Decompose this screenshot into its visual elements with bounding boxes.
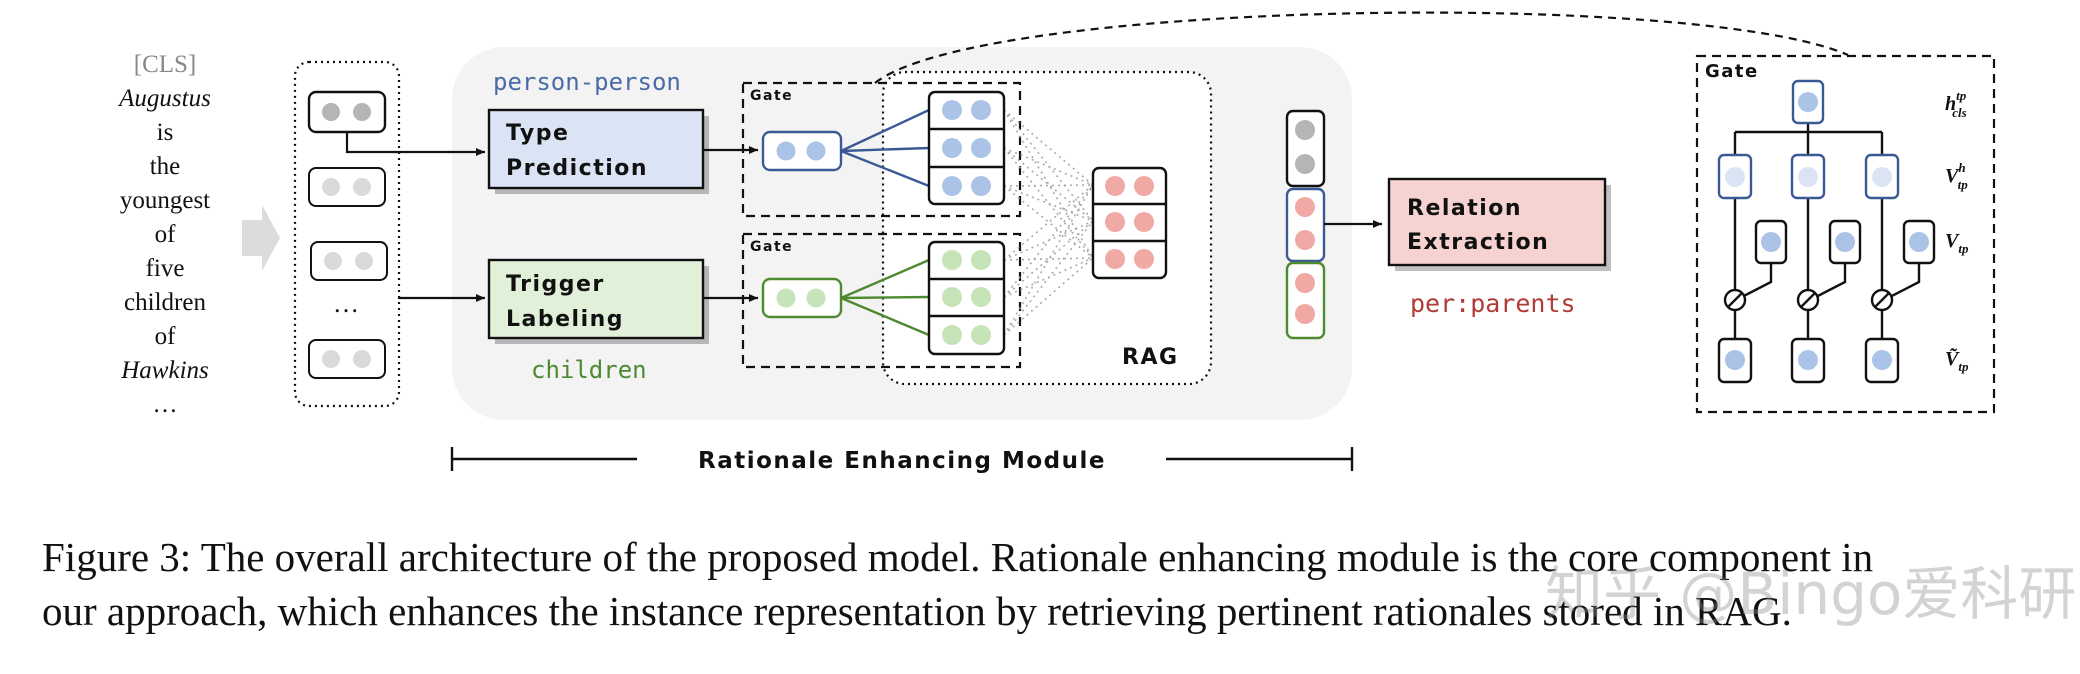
- label-sub: tp: [1958, 177, 1969, 192]
- type-prediction-label: Prediction: [506, 156, 648, 181]
- token: …: [153, 391, 178, 418]
- token: Hawkins: [120, 357, 209, 384]
- retrieval-links: [1003, 109, 1094, 336]
- token: five: [146, 255, 185, 282]
- relation-extraction-label: Extraction: [1407, 230, 1549, 255]
- token-cls: [CLS]: [134, 51, 197, 78]
- label-sup: tp: [1956, 88, 1967, 103]
- token: youngest: [120, 187, 210, 214]
- module-span-bar: Rationale Enhancing Module: [450, 447, 1354, 474]
- green-rationale-stack: [927, 240, 1006, 356]
- token: is: [157, 119, 174, 146]
- label-sub: tp: [1958, 241, 1969, 256]
- gate-label: Gate: [750, 88, 793, 104]
- relation-extraction-label: Relation: [1407, 196, 1522, 221]
- gate-label: Gate: [750, 239, 793, 255]
- type-prediction-box: [487, 108, 705, 190]
- gate-multiply-icon: [1723, 288, 1894, 312]
- relation-output: per:parents: [1410, 289, 1576, 318]
- trigger-labeling-label: Labeling: [506, 307, 624, 332]
- gate-detail-panel: Gate: [1695, 54, 1996, 414]
- label-h-cls: h: [1945, 93, 1956, 115]
- flow-arrow-icon: [242, 205, 280, 271]
- token: children: [124, 289, 206, 316]
- caption-line: Figure 3: The overall architecture of th…: [42, 534, 1874, 580]
- concat-vector: [1285, 109, 1326, 340]
- rag-label: RAG: [1122, 345, 1179, 370]
- figure-caption: Figure 3: The overall architecture of th…: [42, 530, 2052, 638]
- svg-text:Ṽtp: Ṽtp: [1945, 347, 1969, 374]
- input-tokens: [CLS] Augustus is the youngest of five c…: [117, 51, 211, 418]
- svg-text:Vtp: Vtp: [1945, 230, 1969, 256]
- type-prediction-label: Type: [506, 121, 569, 146]
- blue-rationale-stack: [927, 90, 1006, 206]
- trigger-gate-node: [761, 277, 843, 319]
- gate-box-top: [741, 81, 1022, 218]
- watermark: 知乎 @Bingo爱科研: [1545, 560, 2077, 628]
- label-v: V: [1945, 230, 1960, 252]
- label-v-tilde: Ṽ: [1945, 347, 1960, 370]
- type-label: person-person: [493, 68, 681, 96]
- token: of: [155, 323, 177, 350]
- module-title: Rationale Enhancing Module: [698, 448, 1106, 474]
- trigger-labeling-box: [487, 258, 705, 340]
- label-v-h: V: [1945, 165, 1960, 187]
- label-sup: h: [1958, 160, 1965, 175]
- encoder-column: …: [293, 60, 401, 408]
- zoom-curve: [874, 11, 1849, 84]
- gate-box-bottom: [741, 232, 1022, 369]
- trigger-labeling-label: Trigger: [506, 272, 605, 297]
- architecture-figure: [CLS] Augustus is the youngest of five c…: [117, 11, 1996, 474]
- encoder-ellipsis: …: [333, 289, 359, 318]
- label-sub: cls: [1952, 105, 1966, 120]
- red-rationale-stack: [1091, 166, 1168, 280]
- type-gate-node: [761, 130, 843, 172]
- token: of: [155, 221, 177, 248]
- label-sub: tp: [1958, 359, 1969, 374]
- relation-extraction-box: [1387, 177, 1607, 267]
- token: the: [150, 153, 181, 180]
- trigger-label: children: [531, 356, 647, 384]
- gate-detail-title: Gate: [1705, 61, 1759, 82]
- token: Augustus: [117, 85, 211, 112]
- caption-line: our approach, which enhances the instanc…: [42, 588, 1792, 634]
